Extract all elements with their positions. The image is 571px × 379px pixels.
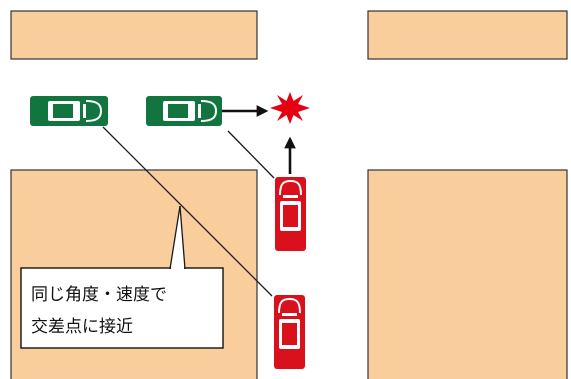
callout-text-line2: 交差点に接近 — [31, 317, 133, 337]
callout-text-line1: 同じ角度・速度で — [31, 285, 167, 305]
callout-box — [20, 267, 224, 349]
trajectory-line-near — [227, 130, 275, 179]
building-top-left — [10, 10, 258, 60]
building-top-right — [367, 10, 568, 60]
trajectory-line-far — [102, 126, 273, 297]
callout-pointer-left — [169, 205, 181, 270]
green-car-icon — [146, 96, 222, 126]
green-car-icon — [30, 96, 108, 126]
building-bottom-right — [367, 169, 568, 379]
red-car-icon — [275, 177, 306, 251]
callout-pointer-right — [179, 205, 186, 270]
collision-star-icon — [270, 92, 310, 124]
red-car-icon — [274, 295, 305, 369]
